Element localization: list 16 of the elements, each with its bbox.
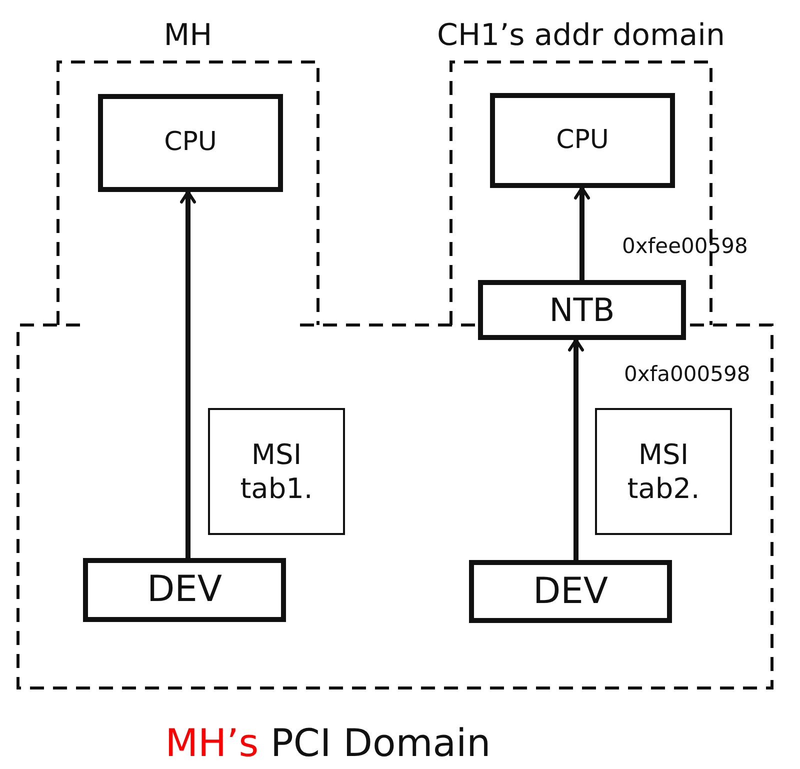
table-box: MSI tab1. (208, 408, 345, 535)
arrow (574, 186, 590, 280)
component-box: CPU (98, 94, 283, 192)
address-label: 0xfa000598 (624, 362, 750, 386)
component-box: DEV (83, 558, 286, 622)
component-box: CPU (490, 93, 675, 188)
table-box: MSI tab2. (595, 408, 732, 535)
arrow (568, 338, 584, 560)
region-title: MH (162, 18, 214, 54)
address-label: 0xfee00598 (622, 234, 748, 258)
component-box: DEV (469, 560, 672, 623)
arrow (180, 190, 196, 558)
region-caption: MH’s (165, 720, 259, 766)
region-caption: PCI Domain (270, 720, 491, 766)
component-box: NTB (478, 280, 686, 340)
region-title: CH1’s addr domain (436, 18, 726, 54)
